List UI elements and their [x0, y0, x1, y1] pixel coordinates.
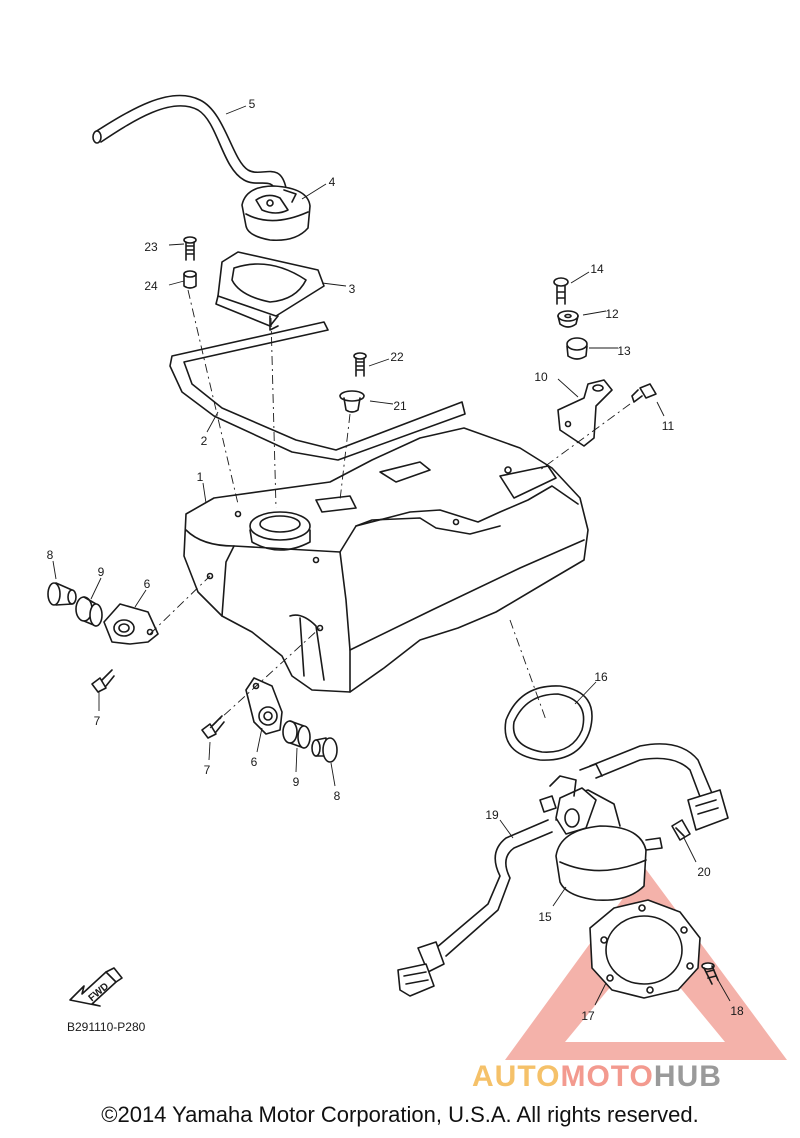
part-21-grommet [339, 390, 365, 413]
callout-label-c21: 21 [393, 399, 407, 413]
callout-label-c4: 4 [329, 175, 336, 189]
leader-line-c8b [330, 762, 336, 787]
watermark-logo: AUTOMOTOHUB [472, 1060, 722, 1093]
part-8-collar-left [47, 582, 77, 606]
callout-label-c16: 16 [594, 670, 608, 684]
callout-label-c3: 3 [349, 282, 356, 296]
leader-line-c19 [499, 819, 514, 839]
callout-label-c9a: 9 [98, 565, 105, 579]
leader-line-c18 [717, 979, 731, 1002]
callout-label-c5: 5 [249, 97, 256, 111]
leader-line-c4 [301, 183, 327, 200]
part-12-collar [557, 310, 579, 328]
assembly-guide-lines [149, 289, 631, 729]
callout-label-c20: 20 [697, 865, 711, 879]
leader-line-c21 [369, 400, 394, 405]
pump-outlet-hose [589, 743, 729, 831]
part-7-bolt-left [91, 669, 115, 693]
callout-label-c1: 1 [197, 470, 204, 484]
part-22-screw [353, 352, 367, 377]
part-20-clip [671, 819, 691, 841]
callout-label-c24: 24 [144, 279, 158, 293]
callout-label-c17: 17 [581, 1009, 595, 1023]
part-14-bolt [553, 277, 569, 305]
part-1-fuel-tank [183, 427, 589, 693]
leader-line-c6b [256, 727, 263, 753]
leader-line-c1 [202, 482, 207, 504]
watermark-text-moto: MOTO [560, 1060, 653, 1093]
callout-label-c22: 22 [390, 350, 404, 364]
part-24-collar [183, 270, 197, 289]
callout-label-c23: 23 [144, 240, 158, 254]
part-6-bracket-lower [245, 677, 283, 735]
part-13-damper [566, 337, 588, 360]
leader-line-c24 [168, 280, 185, 286]
part-8-collar-lower [311, 737, 338, 763]
leader-line-c10 [557, 378, 579, 398]
leader-line-c12 [582, 310, 607, 316]
leader-line-c16 [574, 681, 597, 705]
watermark-text-hub: HUB [654, 1060, 722, 1093]
part-15-fuel-pump [539, 763, 663, 902]
callout-label-c9b: 9 [293, 775, 300, 789]
part-9-damper-lower [282, 720, 311, 749]
part-2-damper-strip [169, 321, 466, 461]
part-11-bolt [631, 383, 657, 403]
callout-label-c10: 10 [534, 370, 548, 384]
diagram-code: B291110-P280 [67, 1020, 146, 1034]
part-5-breather-hose [92, 94, 287, 193]
watermark-text-auto: AUTO [472, 1060, 560, 1093]
callout-label-c6b: 6 [251, 755, 258, 769]
leader-line-c8a [52, 560, 57, 580]
part-23-bolt [183, 236, 197, 261]
callout-label-c8a: 8 [47, 548, 54, 562]
watermark-triangle [505, 868, 787, 1060]
callout-label-c2: 2 [201, 434, 208, 448]
part-6-bracket-left [103, 603, 159, 645]
leader-line-c2 [206, 411, 219, 433]
leader-line-c15 [552, 886, 567, 907]
leader-line-c17 [594, 982, 607, 1006]
leader-line-c6a [134, 589, 147, 608]
leader-line-c9a [90, 577, 102, 600]
part-19-fuel-hose [397, 819, 553, 997]
callout-label-c15: 15 [538, 910, 552, 924]
leader-line-c23 [168, 243, 185, 246]
callout-label-c13: 13 [617, 344, 631, 358]
leader-line-c20 [683, 837, 697, 863]
leader-line-c5 [225, 105, 247, 115]
part-18-bolt [701, 962, 719, 985]
callout-label-c8b: 8 [334, 789, 341, 803]
callout-label-c18: 18 [730, 1004, 744, 1018]
part-10-bracket [557, 379, 613, 447]
copyright-text: ©2014 Yamaha Motor Corporation, U.S.A. A… [101, 1102, 699, 1127]
part-7-bolt-lower [201, 715, 225, 739]
part-9-damper-left [75, 596, 103, 627]
part-16-gasket [504, 685, 593, 761]
part-4-cap [241, 185, 311, 242]
leader-line-c7b [208, 741, 211, 761]
leader-line-c9b [295, 747, 298, 773]
part-17-plate [589, 899, 701, 999]
callout-label-c7b: 7 [204, 763, 211, 777]
callout-label-c7a: 7 [94, 714, 101, 728]
svg-text:AUTOMOTOHUB: AUTOMOTOHUB [472, 1060, 722, 1093]
fwd-arrow: FWD [69, 967, 123, 1007]
leader-line-c11 [656, 401, 665, 417]
leader-line-c22 [368, 358, 390, 367]
leader-line-c14 [570, 271, 590, 284]
callout-label-c19: 19 [485, 808, 499, 822]
part-3-cap-seat [215, 251, 325, 331]
callout-label-c12: 12 [605, 307, 619, 321]
callout-label-c14: 14 [590, 262, 604, 276]
callout-label-c6a: 6 [144, 577, 151, 591]
callout-label-c11: 11 [662, 419, 675, 433]
leader-line-c3 [321, 282, 347, 287]
